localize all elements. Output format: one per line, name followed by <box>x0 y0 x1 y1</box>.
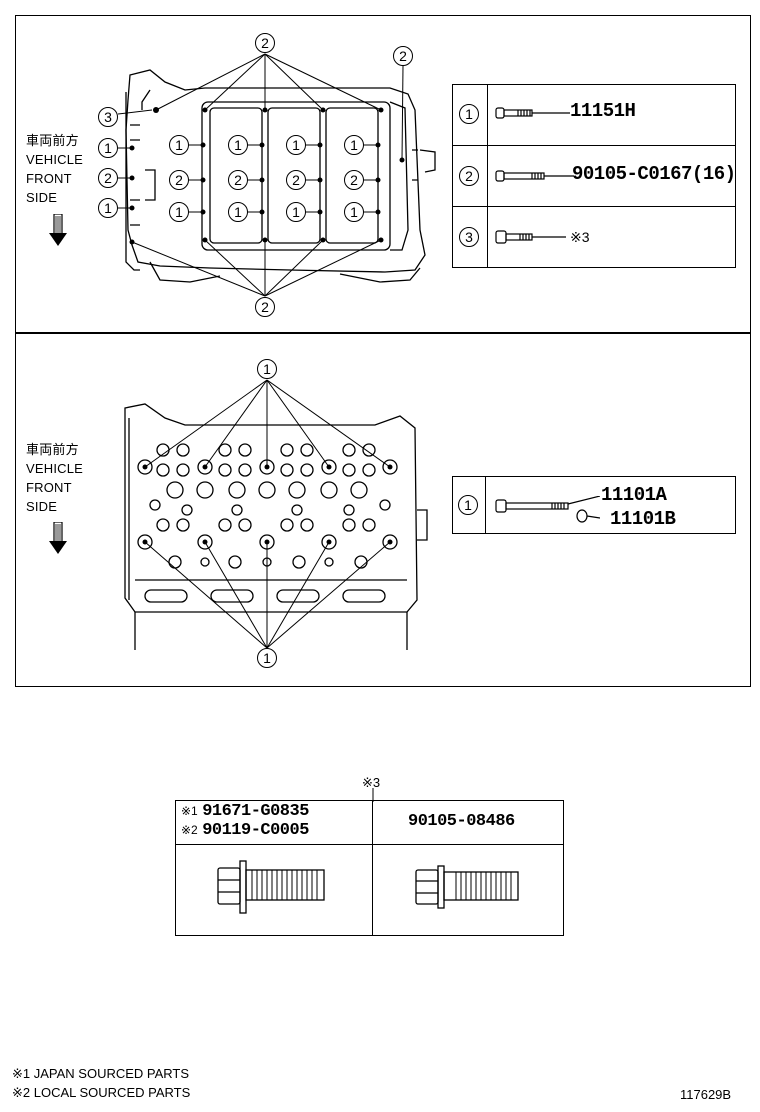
footnote-1: ※1 JAPAN SOURCED PARTS <box>12 1066 190 1081</box>
bolt-icon-ref3 <box>495 230 566 244</box>
head-bolt-icon <box>495 496 600 523</box>
top-legend-table <box>452 84 736 268</box>
callout-2-r2c1: 2 <box>169 170 189 190</box>
cylinder-head-diagram <box>124 379 428 650</box>
callout-1-r1c1: 1 <box>169 135 189 155</box>
callout-1-left-b: 1 <box>98 198 118 218</box>
part-ref-3: ※3 <box>570 229 590 245</box>
callout-1-r1c3: 1 <box>286 135 306 155</box>
part-11101B: 11101B <box>610 508 676 530</box>
cam-housing-diagram <box>117 53 436 297</box>
callout-1-head-bottom: 1 <box>257 648 277 668</box>
flange-bolt-icon <box>415 865 519 909</box>
vehicle-front-label-bottom: 車両前方 VEHICLE FRONT SIDE <box>26 440 83 516</box>
front-arrow-icon <box>49 214 67 246</box>
bottom-panel <box>15 333 751 687</box>
callout-1-head-top: 1 <box>257 359 277 379</box>
callout-1-r3c2: 1 <box>228 202 248 222</box>
part-11151H: 11151H <box>570 100 636 122</box>
mark-1: ※1 <box>181 804 198 818</box>
callout-1-r3c3: 1 <box>286 202 306 222</box>
callout-1-r1c4: 1 <box>344 135 364 155</box>
ref-left-row-2: ※2 90119-C0005 <box>181 821 309 840</box>
part-11101A: 11101A <box>601 484 667 506</box>
ref-mark-3: ※3 <box>362 775 381 790</box>
part-90119-C0005: 90119-C0005 <box>202 821 309 840</box>
bolt-icon-90105-C0167 <box>495 170 574 182</box>
side-label-vehicle: VEHICLE <box>26 461 84 476</box>
legend-num-1: 1 <box>459 104 479 124</box>
ref-left-row-1: ※1 91671-G0835 <box>181 802 309 821</box>
callout-1-r3c4: 1 <box>344 202 364 222</box>
bottom-legend-table <box>452 476 736 534</box>
legend-num-3: 3 <box>459 227 479 247</box>
front-arrow-icon <box>49 522 67 554</box>
figure-id: 117629B <box>680 1087 732 1102</box>
part-90105-C0167: 90105-C0167(16) <box>572 163 736 185</box>
callout-2-top: 2 <box>255 33 275 53</box>
side-label-jp: 車両前方 <box>26 442 79 457</box>
footnote-2: ※2 LOCAL SOURCED PARTS <box>12 1085 191 1100</box>
bolt-icon-11151H <box>495 107 570 119</box>
side-label-front: FRONT <box>26 171 72 186</box>
part-90105-08486: 90105-08486 <box>408 812 515 831</box>
vehicle-front-label-top: 車両前方 VEHICLE FRONT SIDE <box>26 131 83 207</box>
legend-num-2: 2 <box>459 166 479 186</box>
side-label-front: FRONT <box>26 480 72 495</box>
side-label-side: SIDE <box>26 190 58 205</box>
callout-2-r2c2: 2 <box>228 170 248 190</box>
ref-leader <box>372 788 374 802</box>
callout-3: 3 <box>98 107 118 127</box>
mark-2: ※2 <box>181 823 198 837</box>
top-panel <box>15 15 751 333</box>
callout-2-left: 2 <box>98 168 118 188</box>
legend-num-1-bottom: 1 <box>458 495 478 515</box>
callout-1-left-a: 1 <box>98 138 118 158</box>
callout-2-r2c4: 2 <box>344 170 364 190</box>
callout-2-bottom: 2 <box>255 297 275 317</box>
side-label-jp: 車両前方 <box>26 133 79 148</box>
ref-table <box>175 800 564 936</box>
callout-2-right: 2 <box>393 46 413 66</box>
side-label-vehicle: VEHICLE <box>26 152 84 167</box>
flange-bolt-washer-icon <box>217 860 325 914</box>
callout-2-r2c3: 2 <box>286 170 306 190</box>
callout-1-r1c2: 1 <box>228 135 248 155</box>
side-label-side: SIDE <box>26 499 58 514</box>
part-91671-G0835: 91671-G0835 <box>202 802 309 821</box>
callout-1-r3c1: 1 <box>169 202 189 222</box>
